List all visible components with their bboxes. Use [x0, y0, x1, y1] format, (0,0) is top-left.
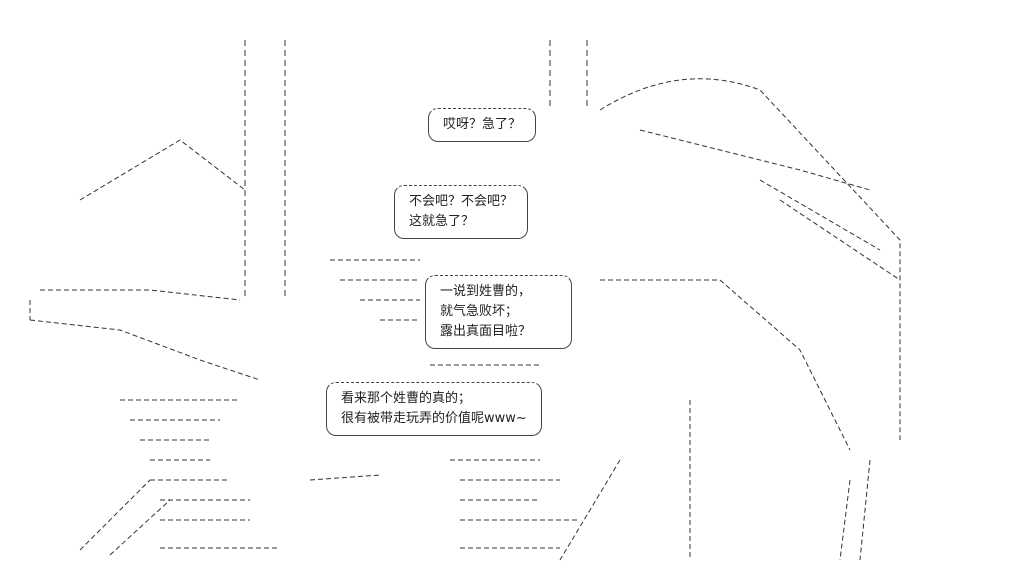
pillar-left	[244, 40, 286, 300]
bubble-text-line: 看来那个姓曹的真的；	[341, 391, 472, 406]
bubble-text-line: 哎呀？急了？	[443, 117, 522, 132]
right-character	[559, 78, 901, 561]
bubble-text-line: 这就急了？	[409, 214, 475, 229]
bubble-text-line: 露出真面目啦？	[440, 324, 532, 339]
bubble-text-line: 不会吧？不会吧？	[409, 194, 514, 209]
speech-bubble-3: 一说到姓曹的， 就气急败坏； 露出真面目啦？	[425, 275, 573, 349]
speech-bubble-1: 哎呀？急了？	[428, 108, 537, 142]
pillar-center	[549, 40, 588, 110]
bubble-text-line: 很有被带走玩弄的价值呢www~	[341, 411, 527, 426]
bubble-text-line: 一说到姓曹的，	[440, 284, 532, 299]
bubble-text-line: 就气急败坏；	[440, 304, 519, 319]
speech-bubble-4: 看来那个姓曹的真的； 很有被带走玩弄的价值呢www~	[326, 382, 542, 436]
speech-bubble-2: 不会吧？不会吧？ 这就急了？	[394, 185, 529, 239]
left-character	[29, 139, 280, 556]
center-character	[309, 259, 580, 549]
